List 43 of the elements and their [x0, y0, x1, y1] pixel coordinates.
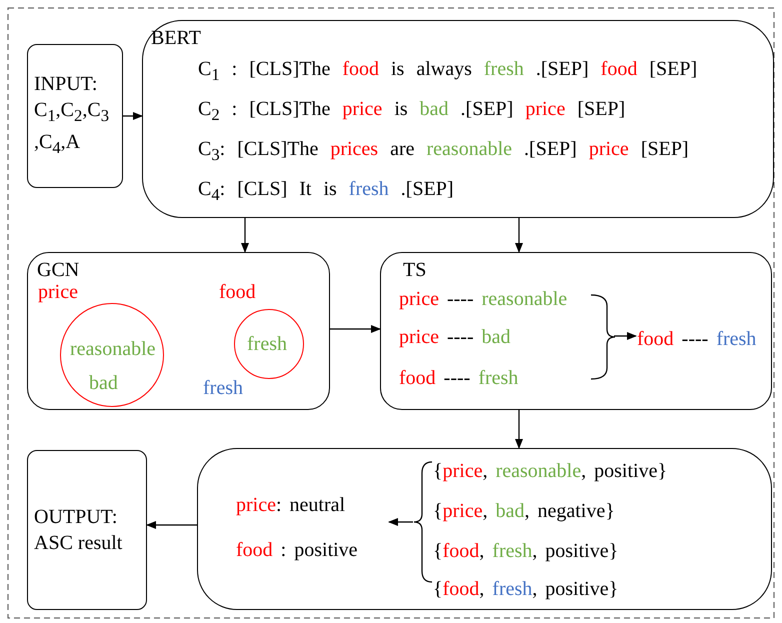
box-label: OUTPUT: ASC result — [33, 505, 124, 556]
model-box — [142, 20, 774, 218]
cluster-circle — [60, 303, 164, 407]
arrow — [388, 518, 413, 526]
word-label: food — [219, 281, 256, 303]
triplet-text: {price, bad, negative} — [433, 500, 615, 522]
output-box — [27, 450, 147, 610]
arrow — [330, 325, 381, 333]
triplet-text: {food, fresh, positive} — [433, 578, 618, 600]
arrow — [123, 112, 143, 120]
triplet-text: {price, reasonable, positive} — [433, 460, 668, 482]
sentence-text: C$_{1}$ : [CLS]The food is always fresh .[SEP] food [SEP] — [198, 58, 698, 86]
word-label: fresh — [247, 333, 287, 355]
arrow — [515, 218, 523, 253]
arrow — [146, 521, 197, 529]
triplet-text: {food, fresh, positive} — [433, 540, 618, 562]
arrow — [515, 410, 523, 449]
word-label: bad — [89, 372, 118, 394]
arrow — [241, 218, 249, 253]
graph-box — [27, 252, 330, 410]
pair-text: food ---- fresh — [637, 325, 773, 353]
word-label: reasonable — [70, 338, 156, 360]
cluster-circle — [234, 309, 304, 379]
pair-text: food ---- fresh — [399, 367, 518, 389]
box-label: INPUT: C$_{1}$,C$_{2}$,C$_{3}$ ,C$_{4}$,A — [33, 72, 110, 159]
pairs-box — [380, 252, 772, 410]
box-title: BERT — [151, 27, 201, 49]
word-label: fresh — [203, 377, 243, 399]
curly-bracket — [591, 294, 615, 380]
sentence-text: C$_{4}$: [CLS] It is fresh .[SEP] — [198, 178, 454, 206]
arrow — [614, 332, 637, 340]
sentiment-text: price: neutral — [236, 494, 346, 516]
sentence-text: C$_{2}$ : [CLS]The price is bad .[SEP] price [SEP] — [198, 98, 626, 126]
result-box — [197, 448, 772, 610]
pair-text: price ---- bad — [399, 326, 511, 348]
word-label: price — [38, 281, 78, 303]
box-title: TS — [403, 259, 426, 281]
input-box — [27, 44, 123, 188]
curly-bracket — [414, 461, 432, 583]
box-title: GCN — [37, 259, 80, 281]
sentence-text: C$_{3}$: [CLS]The prices are reasonable .[SEP] price [SEP] — [198, 138, 689, 166]
sentiment-text: food : positive — [236, 539, 358, 561]
pair-text: price ---- reasonable — [399, 288, 568, 310]
